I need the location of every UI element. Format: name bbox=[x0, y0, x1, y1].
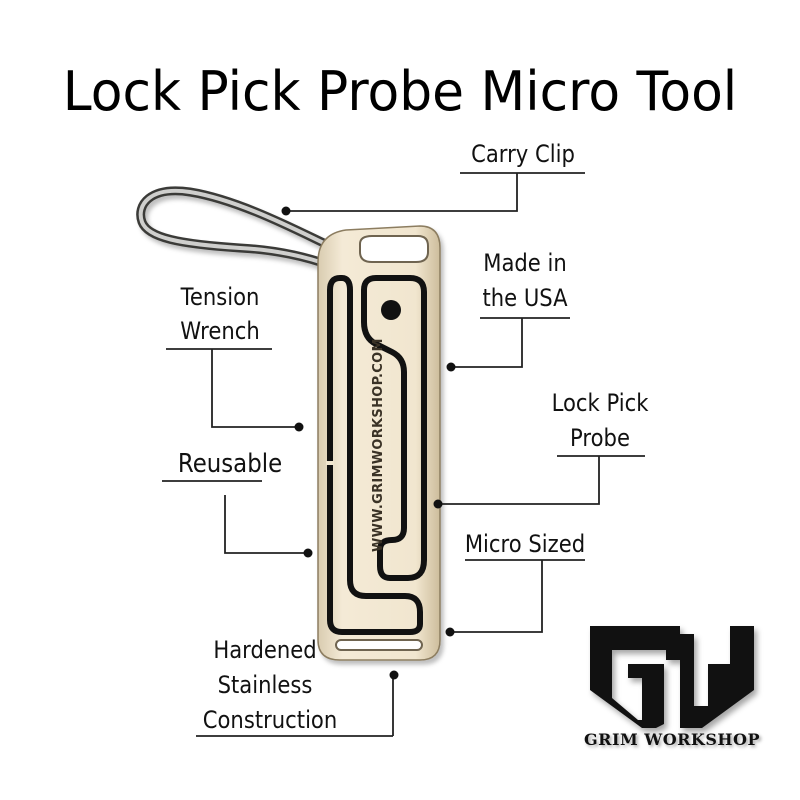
page-title: Lock Pick Probe Micro Tool bbox=[62, 60, 738, 123]
engraving-text: WWW.GRIMWORKSHOP.COM bbox=[371, 338, 386, 552]
lock-pick-probe-label-line1: Lock Pick bbox=[551, 389, 649, 417]
gw-monogram-icon bbox=[590, 626, 754, 728]
tension-wrench-label-line1: Tension bbox=[180, 283, 260, 311]
grim-workshop-logo: GRIM WORKSHOP bbox=[582, 620, 762, 760]
hardened-label-line3: Construction bbox=[202, 706, 338, 734]
tension-wrench-label-line2: Wrench bbox=[180, 317, 260, 345]
carry-clip-label: Carry Clip bbox=[471, 140, 575, 168]
callout-lines bbox=[162, 172, 645, 737]
callout-dots bbox=[281, 206, 456, 680]
tool-body: WWW.GRIMWORKSHOP.COM bbox=[317, 225, 441, 661]
made-in-usa-label-line1: Made in bbox=[483, 249, 567, 277]
brand-name: GRIM WORKSHOP bbox=[584, 730, 760, 749]
reusable-label: Reusable bbox=[177, 449, 283, 479]
micro-sized-label: Micro Sized bbox=[464, 530, 586, 558]
hardened-label-line2: Stainless bbox=[217, 671, 313, 699]
made-in-usa-label-line2: the USA bbox=[482, 284, 568, 312]
hardened-label-line1: Hardened bbox=[213, 636, 317, 664]
lock-pick-probe-label-line2: Probe bbox=[570, 424, 630, 452]
